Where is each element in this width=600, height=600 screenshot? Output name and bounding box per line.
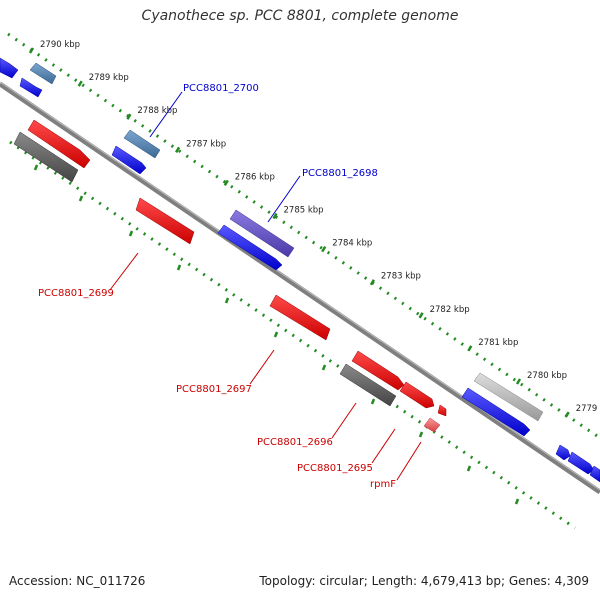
gene-light-gray[interactable] — [473, 372, 544, 422]
gene-label-pcc8801-2700[interactable]: PCC8801_2700 — [183, 83, 259, 94]
ruler-label: 2790 kbp — [40, 40, 80, 50]
ruler-tick — [28, 47, 35, 54]
ruler-tick — [369, 279, 375, 286]
ruler-label: 2787 kbp — [186, 139, 226, 149]
gene-pcc8801-2696[interactable] — [339, 363, 397, 407]
gene-forward-edge-bottom-3[interactable] — [589, 465, 600, 483]
ruler-labels: 2790 kbp 2789 kbp 2788 kbp 2787 kbp 2786 kbp… — [40, 40, 600, 414]
gene-pcc8801-2699[interactable] — [135, 197, 195, 245]
gene-label-rpmf[interactable]: rpmF — [370, 479, 396, 490]
gene-pcc8801-2695[interactable] — [399, 381, 435, 409]
gene-forward-blue-4[interactable] — [461, 387, 531, 437]
ruler-tick — [77, 80, 83, 87]
gene-forward-steel-1[interactable] — [29, 62, 57, 85]
ruler-tick — [418, 312, 424, 319]
gene-forward-blue-2[interactable] — [111, 145, 147, 175]
gene-pseudo-dark-1[interactable] — [13, 131, 79, 183]
leader-lines — [109, 91, 422, 481]
ruler-label: 2780 kbp — [527, 371, 567, 381]
gene-red-small[interactable] — [437, 404, 447, 417]
gene-forward-edge-bottom-2[interactable] — [567, 451, 595, 475]
gene-forward-small-1[interactable] — [19, 77, 43, 98]
ruler-tick — [321, 245, 327, 253]
ruler-label: 2782 kbp — [430, 305, 470, 315]
ruler-label: 2779 kbp — [576, 404, 600, 414]
genome-backbone — [0, 81, 600, 495]
gene-forward-edge-bottom-1[interactable] — [555, 444, 571, 461]
ruler-label: 2789 kbp — [89, 73, 129, 83]
gene-pcc8801-2697[interactable] — [269, 294, 331, 341]
ruler-label: 2781 kbp — [478, 338, 518, 348]
ruler-tick — [223, 179, 229, 187]
ruler-tick — [126, 113, 132, 120]
gene-label-pcc8801-2698[interactable]: PCC8801_2698 — [302, 168, 378, 179]
gene-label-pcc8801-2696[interactable]: PCC8801_2696 — [257, 437, 333, 448]
ruler-tick — [564, 411, 570, 418]
ruler-label: 2783 kbp — [381, 272, 421, 282]
gene-label-pcc8801-2699[interactable]: PCC8801_2699 — [38, 288, 114, 299]
ruler-tick — [515, 378, 522, 385]
ruler-ticks — [28, 47, 570, 418]
ruler-label: 2788 kbp — [137, 106, 177, 116]
ruler-label: 2785 kbp — [284, 206, 324, 216]
gene-rpmf[interactable] — [423, 417, 441, 433]
lower-track — [9, 140, 576, 530]
ruler-tick — [175, 146, 181, 153]
gene-reverse-red-2[interactable] — [351, 350, 405, 391]
ruler-label: 2786 kbp — [235, 172, 275, 182]
ruler-track — [7, 32, 600, 440]
gene-label-pcc8801-2695[interactable]: PCC8801_2695 — [297, 463, 373, 474]
page-title: Cyanothece sp. PCC 8801, complete genome — [141, 8, 459, 24]
accession-text: Accession: NC_011726 — [9, 574, 146, 588]
gene-label-pcc8801-2697[interactable]: PCC8801_2697 — [176, 384, 252, 395]
gene-forward-edge-top[interactable] — [0, 57, 19, 79]
gene-pcc8801-2700[interactable] — [123, 129, 161, 159]
ruler-tick — [467, 345, 473, 352]
gene-pcc8801-2698[interactable] — [229, 209, 295, 258]
ruler-tick — [272, 212, 278, 220]
genome-summary-text: Topology: circular; Length: 4,679,413 bp… — [259, 574, 589, 588]
gene-reverse-red-top[interactable] — [27, 119, 91, 169]
lower-track-ticks — [33, 164, 520, 505]
gene-forward-blue-3[interactable] — [217, 224, 283, 271]
ruler-label: 2784 kbp — [332, 239, 372, 249]
